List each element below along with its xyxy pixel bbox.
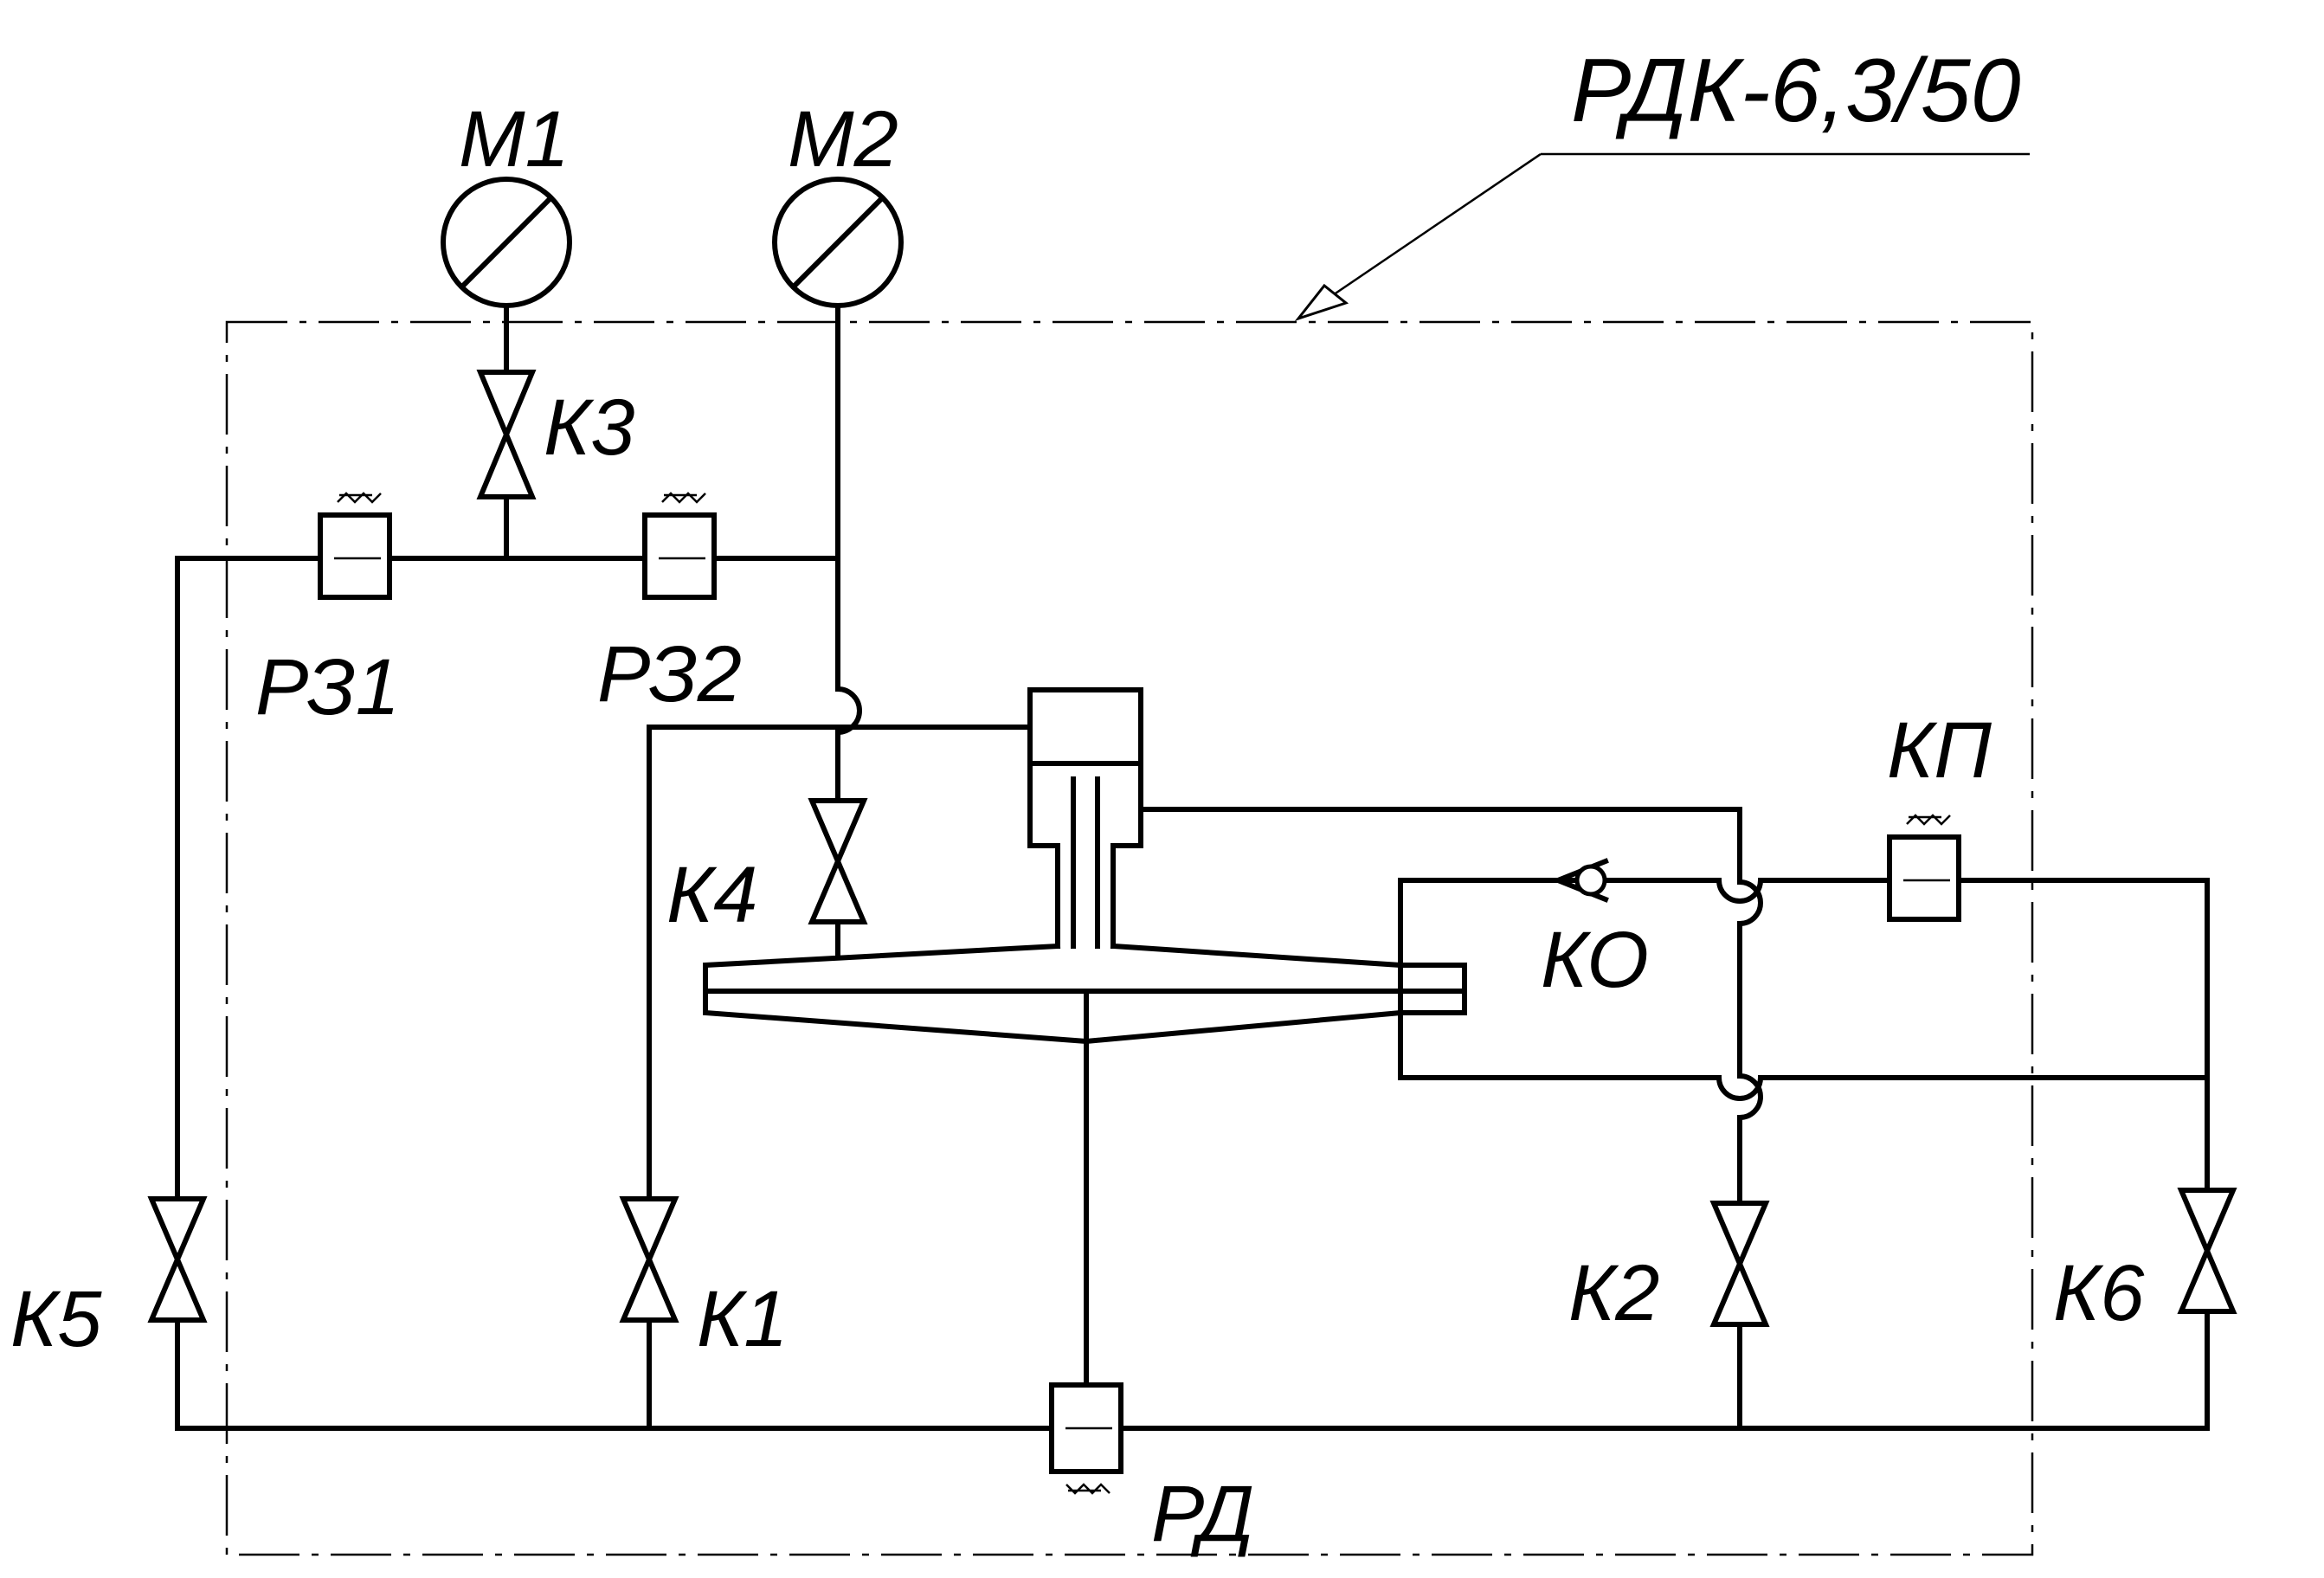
gauge-m1-label: М1 [459,95,570,184]
return-line [1398,1031,2210,1101]
gauge-m2-label: М2 [788,95,898,184]
gauge-m1 [441,177,572,308]
safety-valve-kp-label: КП [1887,706,1992,795]
check-valve-ko-icon [1550,858,1609,903]
regulator-rd-label: РД [1151,1470,1254,1558]
valve-k5-label: К5 [10,1275,102,1363]
regulator-rz1-label: РЗ1 [255,643,400,731]
valve-k1-icon [619,1196,679,1323]
regulator-rz1-icon [318,492,392,600]
valve-k3-icon [476,370,537,499]
k1-line [647,725,1033,1431]
valve-k2-label: К2 [1568,1249,1659,1337]
valve-k2-icon [1709,1201,1770,1327]
valve-k5-icon [147,1196,208,1323]
pilot-actuator [1027,687,1143,949]
assembly-boundary [225,320,2034,1556]
valve-k1-label: К1 [697,1275,788,1363]
safety-valve-kp-icon [1887,814,1961,922]
valve-k4-icon [808,798,868,924]
regulator-rz2-label: РЗ2 [597,630,742,718]
m2-line [835,307,862,955]
assembly-title: РДК-6,3/50 [1571,41,2021,141]
diaphragm-housing [703,943,1467,1431]
check-valve-ko-label: КО [1541,916,1649,1004]
valve-k3-label: К3 [544,383,634,472]
check-valve-line [1398,878,2210,1431]
gauge-m2 [772,177,904,308]
valve-k6-label: К6 [2053,1249,2145,1337]
regulator-rz2-icon [642,492,717,600]
k2-line [1138,807,1763,1431]
regulator-rd-icon [1049,1382,1123,1495]
valve-k6-icon [2177,1188,2237,1314]
title-leader [1294,152,2030,321]
valve-k4-label: К4 [666,851,757,939]
